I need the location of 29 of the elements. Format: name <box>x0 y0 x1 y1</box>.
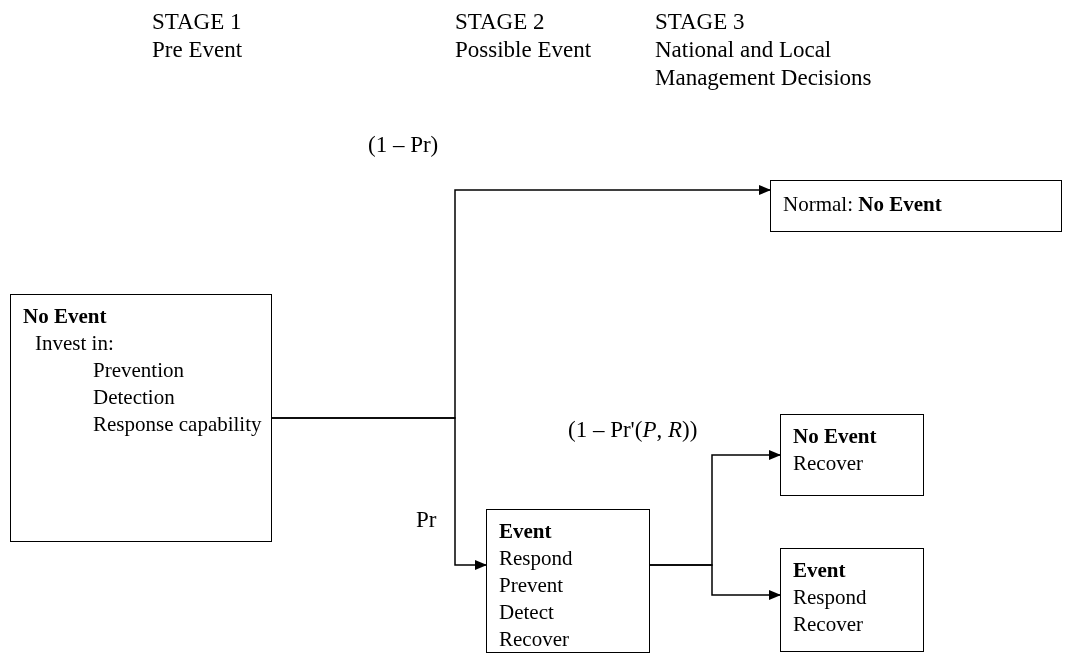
box-text: Response capability <box>93 411 263 438</box>
box-text: Respond <box>793 584 868 611</box>
box-heading: Event <box>793 557 847 584</box>
box-text: Recover <box>793 611 864 638</box>
box-heading: No Event <box>23 303 108 330</box>
stage-heading: STAGE 2 <box>455 8 545 36</box>
box-heading: Event <box>499 518 553 545</box>
stage-name: National and Local Management Decisions <box>655 36 873 92</box>
box-text: Prevent <box>499 572 565 599</box>
arrow <box>271 417 487 570</box>
arrow <box>649 564 781 600</box>
process-box <box>780 548 924 652</box>
stage-heading: STAGE 3 <box>655 8 745 36</box>
box-heading: No Event <box>793 423 878 450</box>
box-text: Detection <box>93 384 176 411</box>
box-text: Invest in: <box>35 330 115 357</box>
box-text: Normal: No Event <box>783 191 943 218</box>
box-text: Detect <box>499 599 555 626</box>
stage-name: Possible Event <box>455 36 592 64</box>
process-box <box>10 294 272 542</box>
process-box <box>780 414 924 496</box>
process-box <box>770 180 1062 232</box>
box-text: Prevention <box>93 357 185 384</box>
box-text: Recover <box>793 450 864 477</box>
stage-name: Pre Event <box>152 36 243 64</box>
box-text: Recover <box>499 626 570 653</box>
box-text: Respond <box>499 545 574 572</box>
stage-heading: STAGE 1 <box>152 8 242 36</box>
process-box <box>486 509 650 653</box>
